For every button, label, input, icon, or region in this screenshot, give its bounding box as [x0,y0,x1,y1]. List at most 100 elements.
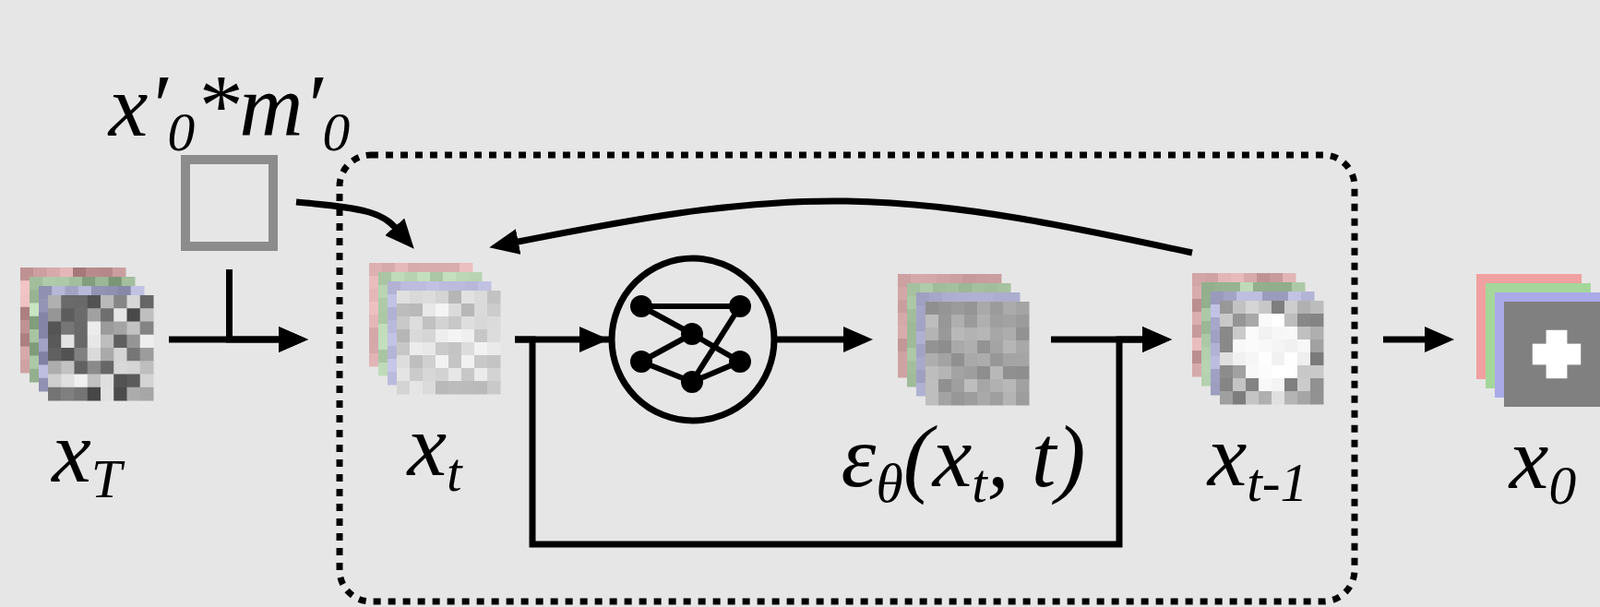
pixel [127,387,142,402]
pixel [938,353,953,368]
pixel [1271,352,1286,367]
pixel [1002,392,1017,406]
pixel [435,290,450,305]
image-layer [1219,300,1325,406]
pixel [396,355,411,370]
pixel [87,308,102,323]
pixel [1245,326,1260,341]
pixel [1310,326,1325,341]
pixel [938,340,953,355]
pixel [977,392,992,406]
math-symbol: *m′ [194,56,323,156]
pixel [487,290,502,305]
pixel [60,334,75,349]
pixel [396,316,411,331]
pixel [1219,326,1234,341]
channel-layer [369,262,474,368]
channel-layer [907,283,1012,388]
pixel [1015,301,1030,316]
pixel [113,295,128,310]
pixel [474,303,489,318]
math-symbol: x [1509,408,1550,508]
pixel [1284,352,1299,367]
pixel [396,303,411,318]
pixel [1015,353,1030,368]
pixel [925,314,940,329]
image-stack-art [369,262,502,395]
pixel [448,381,463,395]
flow-arrow [1383,336,1433,344]
pixel [487,368,502,383]
pixel [47,295,62,310]
pixel [474,381,489,395]
math-subscript: t-1 [1246,452,1308,514]
pixel [1232,300,1247,315]
image-stack-art [20,267,155,402]
pixel [1310,391,1325,406]
pixel [977,340,992,355]
pixel [1284,313,1299,328]
image-stack: xt [369,262,501,395]
pixel [951,327,966,342]
pixel [977,327,992,342]
pixel [74,322,89,336]
math-label: x′0*m′0 [108,61,350,161]
pixel [60,295,75,310]
pixel [461,355,476,370]
pixel [422,303,437,318]
pixel [938,301,953,316]
plus-shape [1546,330,1568,379]
pixel [990,353,1004,368]
pixel [127,360,142,375]
pixel [1284,378,1299,393]
pixel [448,303,463,318]
pixel [990,327,1004,342]
loop-dotted-frame [339,155,1355,602]
pixel [474,290,489,305]
pixel [60,387,75,402]
math-label: εθ(xt, t) [841,412,1087,512]
pixel [951,340,966,355]
pixel [1310,352,1325,367]
math-symbol: x [406,395,447,495]
pixel [1297,339,1312,354]
pixel [461,368,476,383]
pixel [100,360,115,375]
pixel [87,347,102,362]
pixel [409,290,424,305]
math-symbol: x [1207,405,1248,505]
pixel [435,342,450,357]
pixel [1002,379,1017,394]
pixel [461,290,476,305]
pixel [396,368,411,383]
pixel [474,316,489,331]
channel-layer [387,281,492,386]
pixel [1015,379,1030,394]
pixel [1284,391,1299,406]
pixel [1232,378,1247,393]
pixel [964,379,979,394]
pixel [1232,365,1247,380]
image-stack-art [1476,274,1600,407]
pixel [951,366,966,381]
pixel [938,366,953,381]
pixel [1271,391,1286,406]
pixel [435,381,450,395]
pixel [1284,365,1299,380]
pixel [925,327,940,342]
math-subscript: 0 [1548,454,1577,516]
math-subscript: 0 [167,101,195,163]
pixel [1297,326,1312,341]
pixel [1271,365,1286,380]
network-input-head [579,326,609,353]
pixel [140,374,155,389]
pixel [951,379,966,394]
pixel [409,381,424,395]
pixel [990,340,1004,355]
pixel [1219,378,1234,393]
pixel [448,316,463,331]
pixel [74,308,89,323]
channel-layer [20,267,127,374]
network-dot [630,350,653,373]
pixel [127,347,142,362]
